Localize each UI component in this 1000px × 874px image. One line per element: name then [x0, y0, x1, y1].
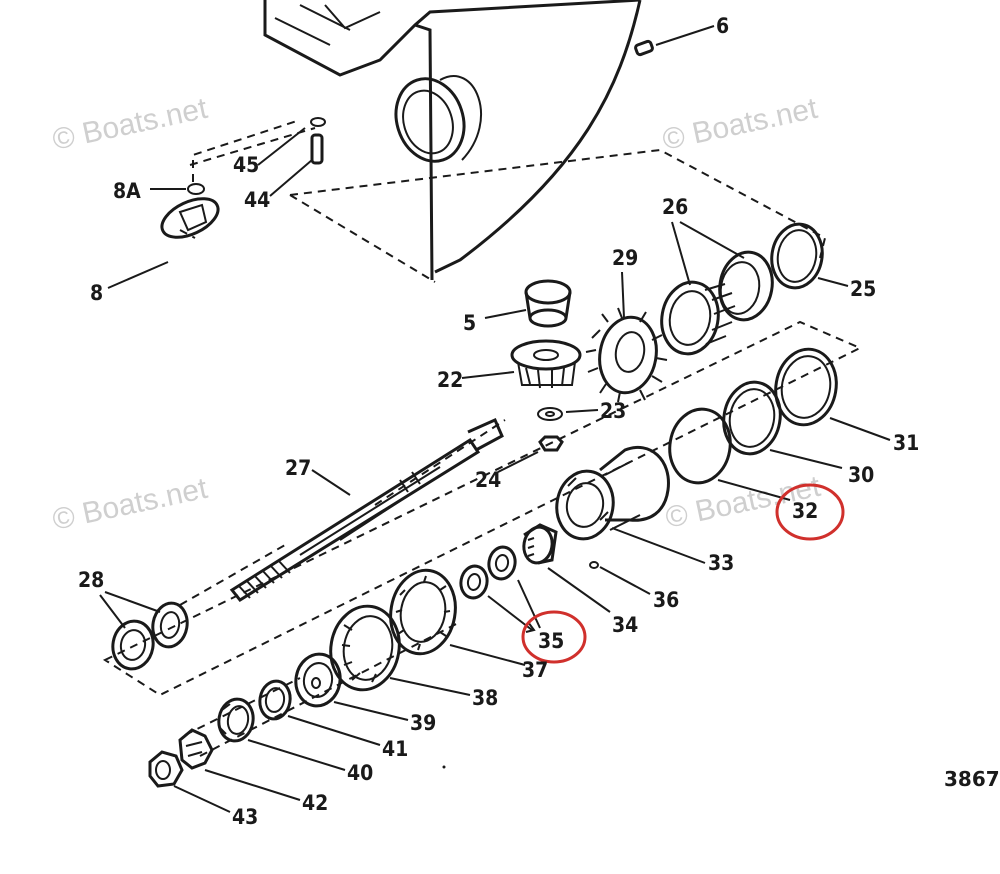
label-31: 31	[893, 431, 919, 455]
label-5: 5	[463, 311, 476, 335]
label-30: 30	[848, 463, 874, 487]
label-41: 41	[382, 737, 408, 761]
label-25: 25	[850, 277, 876, 301]
pinion-parts	[461, 279, 599, 473]
label-37: 37	[522, 658, 548, 682]
bearing-28	[99, 591, 189, 671]
label-39: 39	[410, 711, 436, 735]
tab-washer-42	[178, 728, 301, 801]
label-29: 29	[612, 246, 638, 270]
carrier-small-parts	[522, 523, 651, 613]
tab-washer-37	[389, 568, 526, 666]
highlight-circles	[521, 483, 845, 664]
washers-35	[459, 545, 541, 633]
highlight-circle-32	[775, 483, 845, 541]
bearing-carrier-rings	[668, 347, 891, 501]
label-27: 27	[285, 456, 311, 480]
gear-housing	[263, 0, 642, 281]
prop-nut-43	[148, 750, 231, 813]
watermark-top-right: © Boats.net	[660, 92, 821, 157]
watermark-top-left: © Boats.net	[50, 92, 211, 157]
part-screw-6	[634, 25, 715, 57]
forward-gear-parts	[585, 221, 849, 403]
label-6: 6	[716, 14, 729, 38]
label-33: 33	[708, 551, 734, 575]
thrust-hub-39	[294, 652, 409, 721]
bearing-carrier-33	[555, 445, 706, 564]
label-26: 26	[662, 195, 688, 219]
label-8: 8	[90, 281, 103, 305]
ring-nut-38	[329, 604, 471, 696]
assembly-outlines	[102, 119, 863, 757]
label-43: 43	[232, 805, 258, 829]
label-35: 35	[538, 629, 564, 653]
stray-marks	[442, 765, 446, 769]
label-24: 24	[475, 468, 501, 492]
watermark-mid-left: © Boats.net	[50, 472, 211, 537]
label-8a: 8A	[113, 179, 141, 203]
part-labels: 6 8A 45 44 8 26 29 25 5 22 23 24 27 31 3…	[78, 14, 919, 829]
propeller-shaft-27	[229, 418, 504, 602]
label-45: 45	[233, 153, 259, 177]
label-36: 36	[653, 588, 679, 612]
label-28: 28	[78, 568, 104, 592]
label-42: 42	[302, 791, 328, 815]
hub-40	[217, 697, 346, 771]
label-23: 23	[600, 399, 626, 423]
label-34: 34	[612, 613, 638, 637]
label-32: 32	[792, 499, 818, 523]
spacer-41	[258, 679, 381, 746]
label-38: 38	[472, 686, 498, 710]
figure-number: 38671	[944, 767, 1000, 791]
anode-parts	[107, 117, 326, 289]
label-44: 44	[244, 188, 270, 212]
highlight-circle-35	[521, 610, 587, 664]
label-22: 22	[437, 368, 463, 392]
label-40: 40	[347, 761, 373, 785]
